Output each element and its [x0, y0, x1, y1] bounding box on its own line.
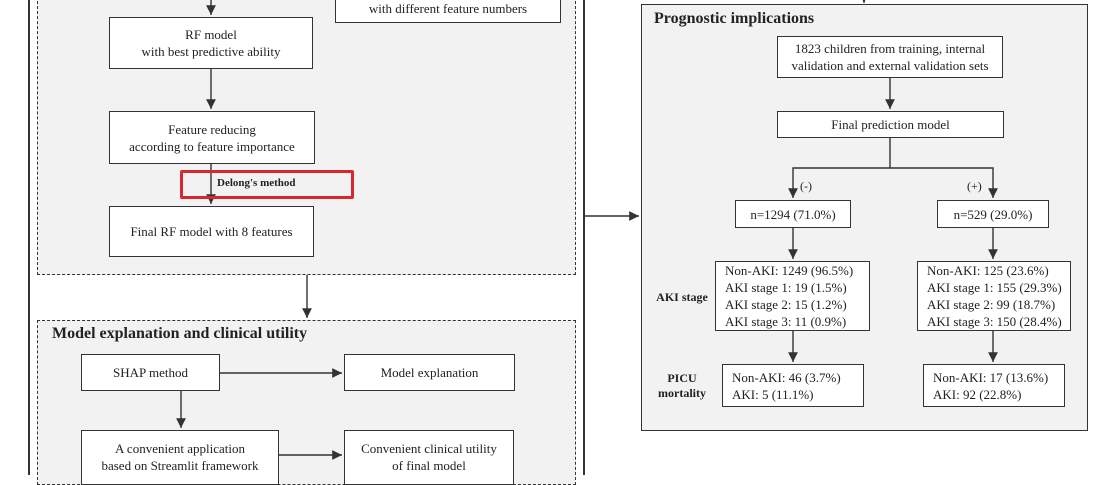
positive-mortality-box: Non-AKI: 17 (13.6%) AKI: 92 (22.8%) [923, 364, 1065, 407]
negative-mortality-line-2: AKI: 5 (11.1%) [732, 386, 814, 402]
clinical-utility-line-1: Convenient clinical utility [361, 441, 497, 456]
rf-model-line-2: with best predictive ability [141, 44, 281, 59]
cohort-line-1: 1823 children from training, internal [794, 41, 986, 56]
negative-aki-line-2: AKI stage 1: 19 (1.5%) [725, 280, 847, 295]
rf-model-box: RF model with best predictive ability [109, 17, 313, 69]
positive-group-text: n=529 (29.0%) [953, 206, 1033, 222]
feature-numbers-text: with different feature numbers [368, 1, 528, 16]
positive-aki-stage-box: Non-AKI: 125 (23.6%) AKI stage 1: 155 (2… [917, 261, 1071, 331]
connector-lines [176, 0, 998, 460]
feature-reducing-line-2: according to feature importance [129, 138, 295, 154]
delong-highlight-frame [180, 170, 354, 199]
final-rf-model-box: Final RF model with 8 features [109, 206, 314, 257]
model-explanation-title: Model explanation and clinical utility [52, 325, 308, 342]
negative-aki-stage-box: Non-AKI: 1249 (96.5%) AKI stage 1: 19 (1… [715, 261, 870, 331]
final-prediction-model-box: Final prediction model [777, 111, 1004, 138]
negative-branch-label: (-) [800, 179, 812, 193]
positive-branch-label: (+) [967, 179, 982, 193]
positive-group-box: n=529 (29.0%) [937, 200, 1049, 228]
model-explanation-text: Model explanation [380, 365, 479, 380]
negative-mortality-line-1: Non-AKI: 46 (3.7%) [732, 369, 841, 385]
positive-aki-line-1: Non-AKI: 125 (23.6%) [927, 263, 1049, 278]
final-prediction-model-text: Final prediction model [831, 117, 950, 132]
aki-stage-label: AKI stage [656, 290, 708, 304]
outer-frame-left-border [28, 0, 30, 475]
picu-mortality-line-2: mortality [658, 386, 706, 400]
model-explanation-box: Model explanation [344, 354, 515, 391]
clinical-utility-box: Convenient clinical utility of final mod… [344, 430, 514, 485]
picu-mortality-line-1: PICU [667, 371, 697, 385]
streamlit-app-line-2: based on Streamlit framework [101, 458, 259, 473]
feature-numbers-box: with different feature numbers [335, 0, 561, 23]
shap-method-box: SHAP method [81, 354, 220, 391]
positive-aki-line-4: AKI stage 3: 150 (28.4%) [927, 314, 1062, 329]
positive-aki-line-2: AKI stage 1: 155 (29.3%) [927, 280, 1062, 295]
positive-mortality-line-2: AKI: 92 (22.8%) [933, 386, 1022, 402]
outer-frame-right-border [583, 0, 585, 475]
rf-model-line-1: RF model [185, 27, 237, 42]
final-rf-model-text: Final RF model with 8 features [130, 224, 293, 239]
shap-method-text: SHAP method [113, 365, 188, 380]
picu-mortality-label: PICU mortality [648, 371, 716, 401]
cohort-box: 1823 children from training, internal va… [777, 36, 1003, 78]
feature-reducing-box: Feature reducing according to feature im… [109, 111, 315, 164]
negative-group-text: n=1294 (71.0%) [750, 206, 836, 222]
negative-mortality-box: Non-AKI: 46 (3.7%) AKI: 5 (11.1%) [722, 364, 864, 407]
streamlit-app-line-1: A convenient application [115, 441, 245, 456]
clinical-utility-line-2: of final model [392, 458, 466, 473]
cohort-line-2: validation and external validation sets [791, 58, 989, 73]
negative-aki-line-4: AKI stage 3: 11 (0.9%) [725, 314, 847, 329]
delong-method-label: Delong's method [217, 177, 296, 189]
prognostic-title: Prognostic implications [654, 10, 815, 27]
streamlit-app-box: A convenient application based on Stream… [81, 430, 279, 485]
negative-aki-line-1: Non-AKI: 1249 (96.5%) [725, 263, 854, 278]
negative-aki-line-3: AKI stage 2: 15 (1.2%) [725, 297, 847, 312]
feature-reducing-line-1: Feature reducing [168, 121, 256, 137]
positive-mortality-line-1: Non-AKI: 17 (13.6%) [933, 369, 1049, 385]
positive-aki-line-3: AKI stage 2: 99 (18.7%) [927, 297, 1056, 312]
negative-group-box: n=1294 (71.0%) [735, 200, 851, 228]
